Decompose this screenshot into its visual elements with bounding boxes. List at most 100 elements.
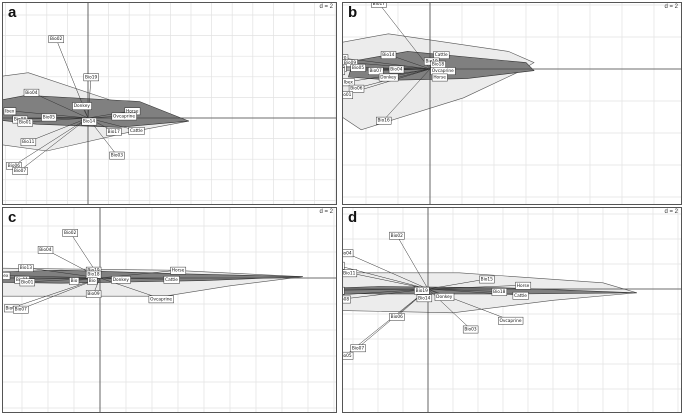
point-c-1: Bio04 [37,246,54,254]
point-label: Bio09 [87,291,100,297]
point-c-8: Bio01 [19,278,36,287]
point-b-1: Bio14 [380,51,397,59]
point-label-box [170,266,187,275]
spoke [345,252,429,290]
point-label-box [148,295,174,304]
point-label: Cattle [435,52,448,58]
point-b-0: Bio17 [371,2,387,8]
point-b-10: Bio05 [350,64,366,72]
panel-a: Bio02Bio19Bio04DonkeyHorseIbexBio05Bio08… [2,2,337,205]
panel-letter-b: b [348,4,358,21]
point-a-11: Bio17 [106,128,122,136]
point-label-box [69,277,80,285]
point-label: Bio03 [464,327,477,333]
point-label-box [431,73,448,82]
point-label: Horse [433,75,446,81]
spoke [349,272,429,290]
point-label: Horse [126,108,139,114]
point-c-5: Horse [170,266,187,275]
point-c-10: Bio [87,277,98,285]
point-a-0: Bio02 [48,35,64,44]
grid-c [2,207,337,413]
point-label-box [371,2,387,8]
point-label: Bio01 [19,120,32,126]
point-label-box [378,73,399,82]
point-label-box [350,64,366,72]
point-c-9: Bio [69,277,80,285]
point-label: Bio11 [22,139,35,145]
point-label-box [62,229,78,237]
spoke [342,288,429,291]
spoke [342,288,429,296]
point-d-4: Bio15 [479,275,495,284]
point-label: Bio06 [8,163,21,169]
point-label: Bio02 [64,230,77,236]
point-label-box [85,290,102,298]
point-a-12: Cattle [128,127,145,135]
point-label: Bio05 [342,353,352,359]
panel-border-d [342,207,682,413]
point-label-box [512,291,529,300]
point-label: Bio20 [342,55,347,61]
point-label-box [433,51,450,59]
spoke [427,278,487,290]
point-label: Bio14 [382,52,395,58]
point-label: Horse [517,283,530,289]
point-label-box [342,54,349,63]
point-label-box [163,275,180,284]
point-label-box [37,246,54,254]
point-b-18: Bio16 [376,116,392,125]
point-label-box [380,51,397,59]
point-a-8: Bio01 [17,118,33,127]
point-label-box [111,275,131,284]
point-d-13: Bio08 [342,295,351,304]
point-label-box [12,167,28,175]
point-a-1: Bio19 [83,73,99,82]
scale-label-c: d = 2 [319,209,333,215]
spoke [19,117,89,171]
point-label-box [416,294,433,303]
point-label-box [342,351,354,360]
point-c-6: Ibex [2,272,11,280]
point-c-12: Cattle [163,275,180,284]
point-b-2: Cattle [433,51,450,59]
scale-label-d: d = 2 [664,209,678,215]
spoke [99,277,162,300]
point-label-box [348,84,365,93]
point-c-11: Donkey [111,275,131,284]
point-label-box [2,272,11,280]
point-label: Bio02 [391,233,404,239]
point-label: Cattle [165,277,178,283]
panel-letter-d: d [348,209,358,226]
point-b-14: Donkey [378,73,399,82]
point-label-box [342,286,345,295]
point-label: Bio [89,278,96,284]
point-a-16: Bio07 [12,167,28,175]
point-a-10: Ovcaprine [111,112,137,121]
point-label-box [109,151,125,160]
spoke [342,288,429,300]
point-label-box [389,231,405,240]
point-label-box [376,116,392,125]
point-label-box [19,278,36,287]
point-label-box [462,325,479,334]
point-c-13: Bio09 [85,290,102,298]
spoke [13,117,89,166]
point-label: Donkey [113,277,130,283]
spoke [87,76,92,119]
point-label: Bio02 [50,36,63,42]
panel-letter-a: a [8,4,17,21]
point-label-box [83,73,99,82]
point-label: Bio19 [416,288,429,294]
spoke [20,277,101,310]
point-label: Ibex [2,273,9,279]
point-label: Bio06 [350,86,363,92]
panel-border-b [342,2,682,205]
point-b-4: Bio18 [430,60,446,69]
point-label: Bio14 [418,295,431,301]
point-label: Horse [172,268,185,274]
point-label: Bio01 [21,279,34,285]
point-label: Ovcaprine [500,318,522,324]
point-label: Bio08 [342,297,349,303]
point-label: Ibex [344,79,354,85]
